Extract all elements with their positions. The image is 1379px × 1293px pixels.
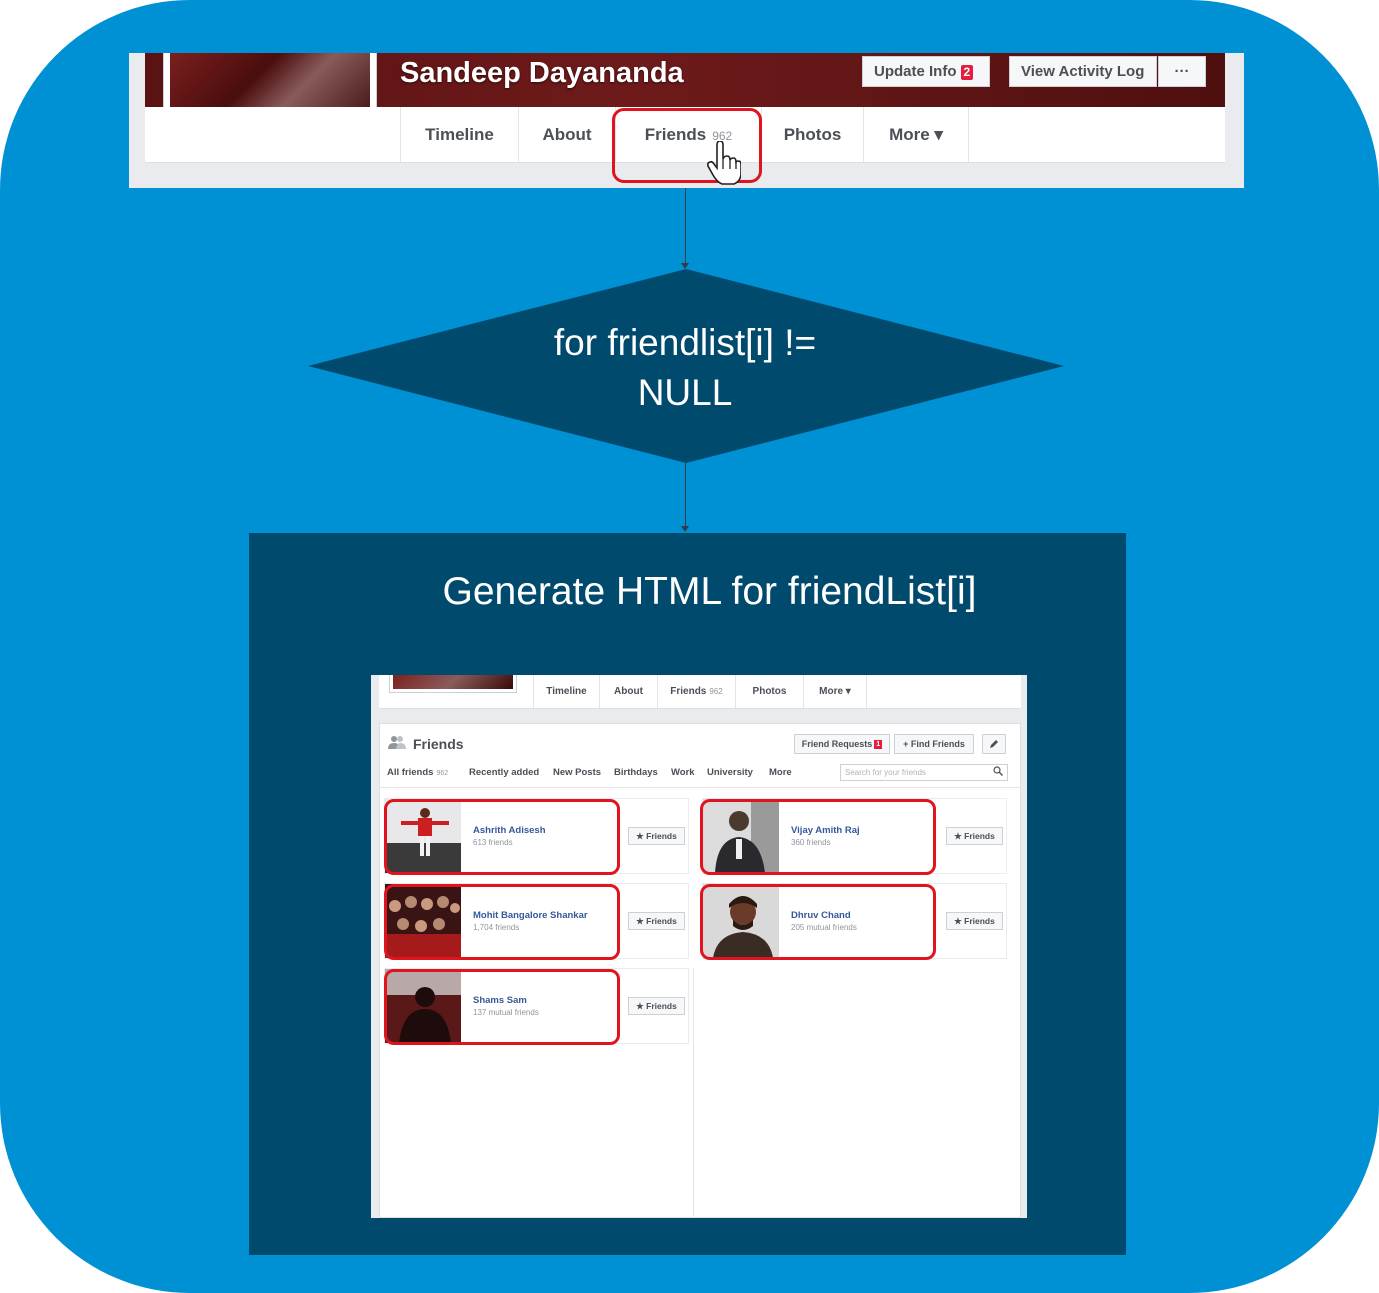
- tab-label: Timeline: [425, 125, 494, 144]
- friend-photo[interactable]: [385, 884, 461, 958]
- friend-count: 1,704 friends: [473, 923, 520, 932]
- decision-label: for friendlist[i] != NULL: [440, 318, 930, 418]
- friends-icon: [388, 736, 406, 749]
- find-friends-button[interactable]: + Find Friends: [894, 734, 974, 754]
- friend-photo[interactable]: [385, 799, 461, 873]
- filter-birthdays[interactable]: Birthdays: [614, 767, 658, 778]
- tab-label: More ▾: [889, 125, 943, 144]
- friend-name[interactable]: Dhruv Chand: [791, 910, 851, 921]
- edit-button[interactable]: [982, 734, 1006, 754]
- filter-university[interactable]: University: [707, 767, 753, 778]
- filter-more[interactable]: More: [769, 767, 792, 778]
- friends-heading: Friends: [413, 736, 464, 752]
- decision-diamond: [308, 269, 1064, 463]
- friends-button[interactable]: ★ Friends: [628, 997, 685, 1015]
- friend-highlight: [384, 799, 620, 875]
- tab-label: More ▾: [819, 686, 851, 697]
- friend-highlight: [384, 884, 620, 960]
- friend-count: 205 mutual friends: [791, 923, 857, 932]
- friends-button[interactable]: ★ Friends: [628, 827, 685, 845]
- tab-label: Timeline: [546, 686, 587, 697]
- decision-line-1: for friendlist[i] !=: [553, 322, 817, 363]
- tab-label: About: [614, 686, 643, 697]
- friend-name[interactable]: Vijay Amith Raj: [791, 825, 860, 836]
- tab-timeline[interactable]: Timeline: [400, 107, 518, 162]
- divider: [379, 787, 1021, 788]
- tab-label: About: [542, 125, 592, 144]
- tab-more[interactable]: More ▾: [863, 107, 969, 162]
- friend-card[interactable]: Mohit Bangalore Shankar 1,704 friends ★ …: [384, 883, 689, 959]
- tab-timeline[interactable]: Timeline: [533, 675, 599, 708]
- friends-tab-highlight: [612, 108, 762, 183]
- friends-button[interactable]: ★ Friends: [946, 912, 1003, 930]
- profile-nav-bar: [145, 107, 1225, 163]
- search-input[interactable]: Search for your friends: [840, 764, 1008, 781]
- arrowhead-icon: [681, 263, 689, 269]
- tab-friends[interactable]: Friends 962: [615, 107, 761, 162]
- connector-line: [685, 463, 686, 527]
- connector-line: [685, 188, 686, 264]
- filter-work[interactable]: Work: [671, 767, 695, 778]
- tab-photos[interactable]: Photos: [761, 107, 863, 162]
- update-info-label: Update Info: [874, 63, 957, 80]
- view-activity-log-button[interactable]: View Activity Log: [1009, 56, 1157, 87]
- tab-label: Friends: [670, 686, 707, 697]
- arrowhead-icon: [681, 526, 689, 532]
- column-divider: [693, 968, 694, 1218]
- friends-count: 962: [712, 129, 733, 143]
- tab-about[interactable]: About: [599, 675, 657, 708]
- friend-count: 360 friends: [791, 838, 831, 847]
- tab-label: Friends: [644, 125, 707, 144]
- friend-card[interactable]: Dhruv Chand 205 mutual friends ★ Friends: [702, 883, 1007, 959]
- decision-line-2: NULL: [637, 372, 733, 413]
- friend-count: 137 mutual friends: [473, 1008, 539, 1017]
- process-label: Generate HTML for friendList[i]: [442, 570, 977, 613]
- more-options-button[interactable]: ···: [1158, 56, 1206, 87]
- tab-photos[interactable]: Photos: [735, 675, 803, 708]
- friend-name[interactable]: Shams Sam: [473, 995, 527, 1006]
- friend-card[interactable]: Vijay Amith Raj 360 friends ★ Friends: [702, 798, 1007, 874]
- notification-badge: 2: [960, 65, 974, 80]
- tab-label: Photos: [752, 686, 787, 697]
- friend-highlight: [700, 884, 936, 960]
- friend-count: 613 friends: [473, 838, 513, 847]
- filter-new-posts[interactable]: New Posts: [553, 767, 602, 778]
- friend-photo[interactable]: [703, 884, 779, 958]
- tab-more[interactable]: More ▾: [803, 675, 867, 708]
- hand-cursor-icon: [707, 141, 741, 185]
- friends-count: 962: [709, 687, 723, 696]
- profile-picture[interactable]: [389, 675, 517, 693]
- tab-label: Photos: [783, 125, 842, 144]
- friend-highlight: [384, 969, 620, 1045]
- friend-photo[interactable]: [385, 969, 461, 1043]
- notification-badge: 1: [874, 740, 883, 750]
- friend-requests-label: Friend Requests: [801, 739, 873, 749]
- friend-name[interactable]: Mohit Bangalore Shankar: [473, 910, 588, 921]
- friend-name[interactable]: Ashrith Adisesh: [473, 825, 546, 836]
- profile-name[interactable]: Sandeep Dayananda: [400, 57, 684, 89]
- friend-photo[interactable]: [703, 799, 779, 873]
- friends-button[interactable]: ★ Friends: [628, 912, 685, 930]
- pencil-icon: [990, 740, 998, 748]
- filter-recently-added[interactable]: Recently added: [469, 767, 540, 778]
- filter-label: All friends: [387, 767, 434, 778]
- friends-button[interactable]: ★ Friends: [946, 827, 1003, 845]
- friend-highlight: [700, 799, 936, 875]
- tab-about[interactable]: About: [518, 107, 615, 162]
- filter-count: 962: [436, 770, 449, 777]
- search-icon[interactable]: [993, 766, 1003, 776]
